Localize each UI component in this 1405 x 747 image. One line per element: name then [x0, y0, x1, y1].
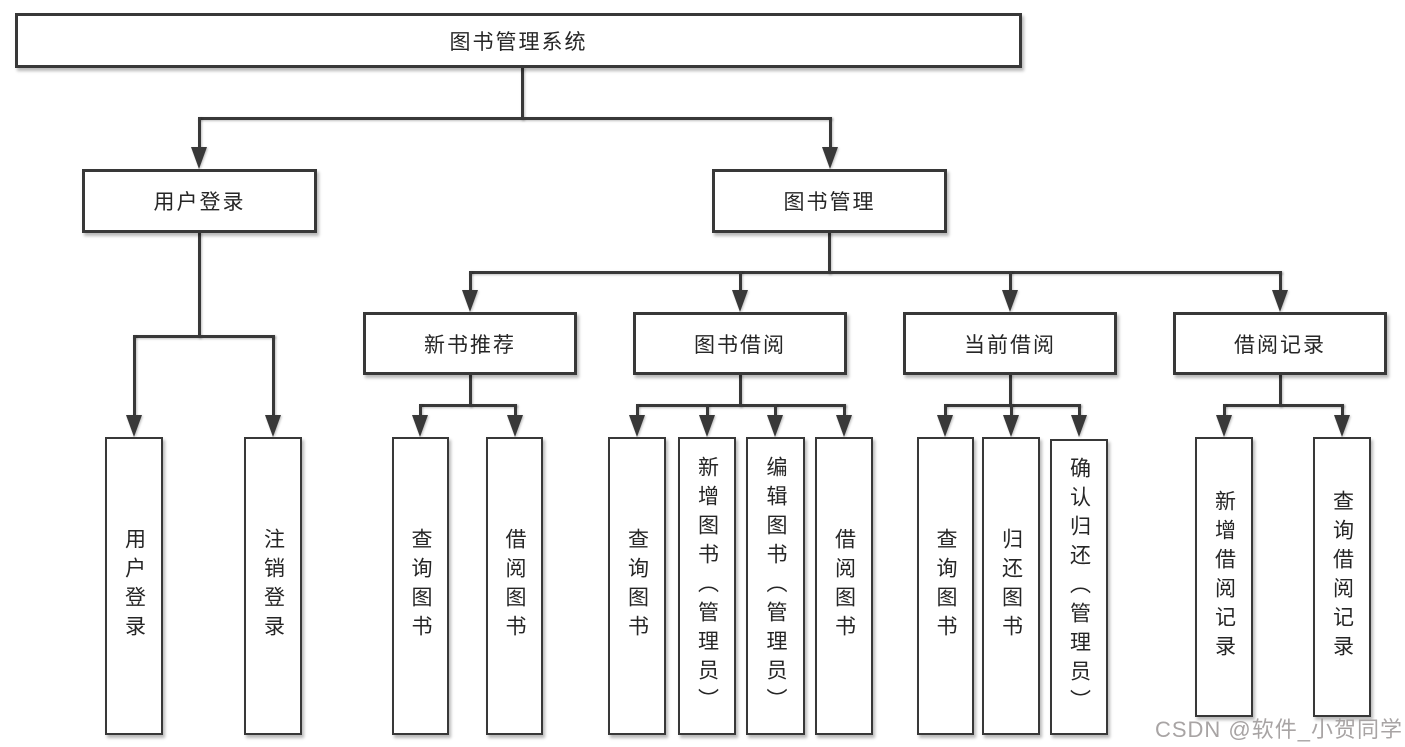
node-label: 借阅图书 [503, 528, 526, 644]
node-label: 查询图书 [934, 528, 957, 644]
arrowhead-down-icon [732, 290, 748, 312]
arrowhead-down-icon [767, 415, 783, 437]
connector-line [944, 404, 947, 420]
node-label: 图书借阅 [694, 333, 786, 357]
connector-line [198, 117, 832, 120]
connector-line [774, 404, 777, 420]
node-book-borrow: 图书借阅 [633, 312, 847, 375]
connector-line [739, 271, 742, 295]
node-return-book: 归还图书 [982, 437, 1040, 735]
node-label: 编辑图书（管理员） [764, 455, 787, 717]
node-borrow-book-recommend: 借阅图书 [486, 437, 543, 735]
connector-line [521, 67, 524, 120]
node-label: 注销登录 [261, 528, 285, 644]
connector-line [419, 404, 517, 407]
arrowhead-down-icon [507, 415, 523, 437]
node-label: 归还图书 [999, 528, 1023, 644]
connector-line [514, 404, 517, 420]
connector-line [1279, 374, 1282, 407]
arrowhead-down-icon [265, 415, 281, 437]
node-book-management: 图书管理 [712, 169, 947, 233]
arrowhead-down-icon [1071, 415, 1087, 437]
arrowhead-down-icon [412, 415, 428, 437]
node-logout: 注销登录 [244, 437, 302, 735]
connector-line [469, 374, 472, 407]
node-label: 图书管理 [783, 191, 876, 214]
arrowhead-down-icon [937, 415, 953, 437]
connector-line [469, 271, 1282, 274]
node-borrow-book-2: 借阅图书 [815, 437, 873, 735]
node-label: 新增图书（管理员） [695, 455, 719, 717]
connector-line [829, 117, 832, 152]
connector-line [706, 404, 709, 420]
connector-line [133, 335, 136, 420]
node-label: 用户登录 [122, 528, 146, 644]
node-add-book-admin: 新增图书（管理员） [678, 437, 736, 735]
arrowhead-down-icon [822, 147, 838, 169]
arrowhead-down-icon [126, 415, 142, 437]
connector-line [1223, 404, 1344, 407]
arrowhead-down-icon [462, 290, 478, 312]
connector-line [636, 404, 846, 407]
node-query-book-borrow: 查询图书 [608, 437, 666, 735]
connector-line [198, 117, 201, 152]
node-user-login-branch: 用户登录 [82, 169, 317, 233]
arrowhead-down-icon [1003, 415, 1019, 437]
arrowhead-down-icon [629, 415, 645, 437]
node-edit-book-admin: 编辑图书（管理员） [746, 437, 805, 735]
connector-line [739, 374, 742, 407]
node-label: 当前借阅 [964, 333, 1056, 357]
connector-line [1010, 404, 1013, 420]
node-label: 查询图书 [409, 528, 432, 644]
connector-line [133, 335, 275, 338]
connector-line [1341, 404, 1344, 420]
node-query-book-recommend: 查询图书 [392, 437, 449, 735]
node-user-login: 用户登录 [105, 437, 163, 735]
connector-line [1009, 271, 1012, 295]
arrowhead-down-icon [1216, 415, 1232, 437]
node-label: 确认归还（管理员） [1067, 456, 1091, 718]
connector-line [843, 404, 846, 420]
connector-line [1223, 404, 1226, 420]
node-root: 图书管理系统 [15, 13, 1022, 68]
node-query-book-current: 查询图书 [917, 437, 974, 735]
csdn-watermark: CSDN @软件_小贺同学 [1154, 717, 1403, 742]
node-label: 新书推荐 [424, 333, 516, 357]
node-label: 查询图书 [625, 528, 649, 644]
arrowhead-down-icon [699, 415, 715, 437]
connector-line [198, 232, 201, 338]
arrowhead-down-icon [191, 147, 207, 169]
node-label: 查询借阅记录 [1330, 490, 1354, 664]
connector-line [1009, 374, 1012, 407]
connector-line [1279, 271, 1282, 295]
connector-line [419, 404, 422, 420]
node-label: 图书管理系统 [449, 30, 588, 54]
node-new-book-recommend: 新书推荐 [363, 312, 577, 375]
node-query-borrow-record: 查询借阅记录 [1313, 437, 1371, 717]
node-label: 借阅记录 [1234, 333, 1326, 357]
connector-line [272, 335, 275, 420]
node-label: 新增借阅记录 [1212, 490, 1236, 664]
node-add-borrow-record: 新增借阅记录 [1195, 437, 1253, 717]
arrowhead-down-icon [1272, 290, 1288, 312]
node-label: 借阅图书 [832, 528, 856, 644]
connector-line [636, 404, 639, 420]
arrowhead-down-icon [1334, 415, 1350, 437]
arrowhead-down-icon [836, 415, 852, 437]
connector-line [828, 232, 831, 274]
connector-line [1078, 404, 1081, 420]
node-current-borrow: 当前借阅 [903, 312, 1117, 375]
node-confirm-return-admin: 确认归还（管理员） [1050, 439, 1108, 735]
connector-line [469, 271, 472, 295]
node-label: 用户登录 [153, 191, 246, 214]
arrowhead-down-icon [1002, 290, 1018, 312]
node-borrow-records: 借阅记录 [1173, 312, 1387, 375]
